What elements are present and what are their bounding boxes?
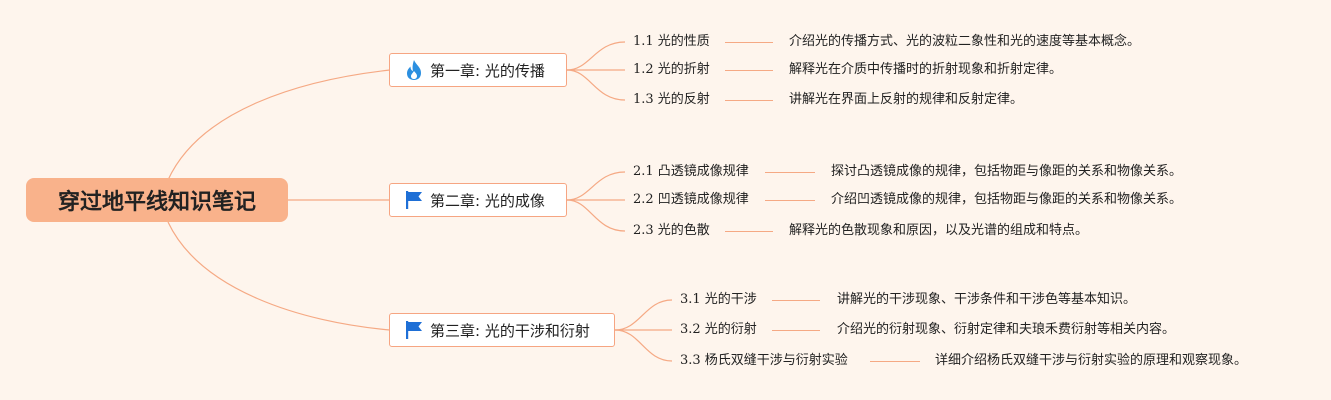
chapter-3-node[interactable]: 第三章: 光的干涉和衍射	[389, 313, 615, 347]
section-2-1[interactable]: 2.1 凸透镜成像规律	[633, 164, 749, 179]
root-title: 穿过地平线知识笔记	[57, 190, 256, 215]
link-ch1-s3	[566, 69, 626, 101]
chapter-2-node[interactable]: 第二章: 光的成像	[389, 183, 567, 217]
link-root-ch3	[167, 221, 391, 331]
link-ch2-s3	[566, 199, 626, 232]
section-3-1[interactable]: 3.1 光的干涉	[680, 292, 757, 307]
link-ch2-s1	[566, 171, 626, 201]
chapter-3-title: 第三章: 光的干涉和衍射	[430, 321, 590, 340]
section-2-1-desc[interactable]: 探讨凸透镜成像的规律，包括物距与像距的关系和物像关系。	[831, 164, 1183, 179]
link-ch3-s3	[614, 329, 673, 362]
link-root-ch1	[167, 69, 391, 181]
section-connector	[772, 300, 820, 301]
section-2-3[interactable]: 2.3 光的色散	[633, 223, 710, 238]
section-1-2-desc[interactable]: 解释光在介质中传播时的折射现象和折射定律。	[789, 62, 1063, 77]
section-1-3[interactable]: 1.3 光的反射	[633, 92, 710, 107]
section-3-1-desc[interactable]: 讲解光的干涉现象、干涉条件和干涉色等基本知识。	[837, 292, 1137, 307]
section-connector	[725, 100, 773, 101]
section-3-2-desc[interactable]: 介绍光的衍射现象、衍射定律和夫琅禾费衍射等相关内容。	[837, 322, 1176, 337]
section-3-3-desc[interactable]: 详细介绍杨氏双缝干涉与衍射实验的原理和观察现象。	[935, 353, 1248, 368]
section-2-2[interactable]: 2.2 凹透镜成像规律	[633, 192, 749, 207]
section-connector	[725, 42, 773, 43]
section-3-3[interactable]: 3.3 杨氏双缝干涉与衍射实验	[680, 353, 848, 368]
fire-icon	[404, 59, 424, 81]
flag-icon	[404, 189, 424, 211]
section-connector	[725, 231, 773, 232]
chapter-2-title: 第二章: 光的成像	[430, 191, 545, 210]
section-3-2[interactable]: 3.2 光的衍射	[680, 322, 757, 337]
link-ch3-s1	[614, 299, 673, 331]
section-connector	[725, 70, 773, 71]
root-topic[interactable]: 穿过地平线知识笔记	[26, 178, 288, 222]
chapter-1-node[interactable]: 第一章: 光的传播	[389, 53, 567, 87]
chapter-1-title: 第一章: 光的传播	[430, 61, 545, 80]
section-connector	[870, 361, 920, 362]
section-connector	[765, 200, 815, 201]
link-ch1-s1	[566, 41, 626, 71]
section-connector	[772, 330, 820, 331]
section-1-2[interactable]: 1.2 光的折射	[633, 62, 710, 77]
section-2-3-desc[interactable]: 解释光的色散现象和原因，以及光谱的组成和特点。	[789, 223, 1089, 238]
section-1-3-desc[interactable]: 讲解光在界面上反射的规律和反射定律。	[789, 92, 1024, 107]
section-1-1[interactable]: 1.1 光的性质	[633, 34, 710, 49]
section-2-2-desc[interactable]: 介绍凹透镜成像的规律，包括物距与像距的关系和物像关系。	[831, 192, 1183, 207]
flag-icon	[404, 319, 424, 341]
section-connector	[765, 172, 815, 173]
section-1-1-desc[interactable]: 介绍光的传播方式、光的波粒二象性和光的速度等基本概念。	[789, 34, 1141, 49]
